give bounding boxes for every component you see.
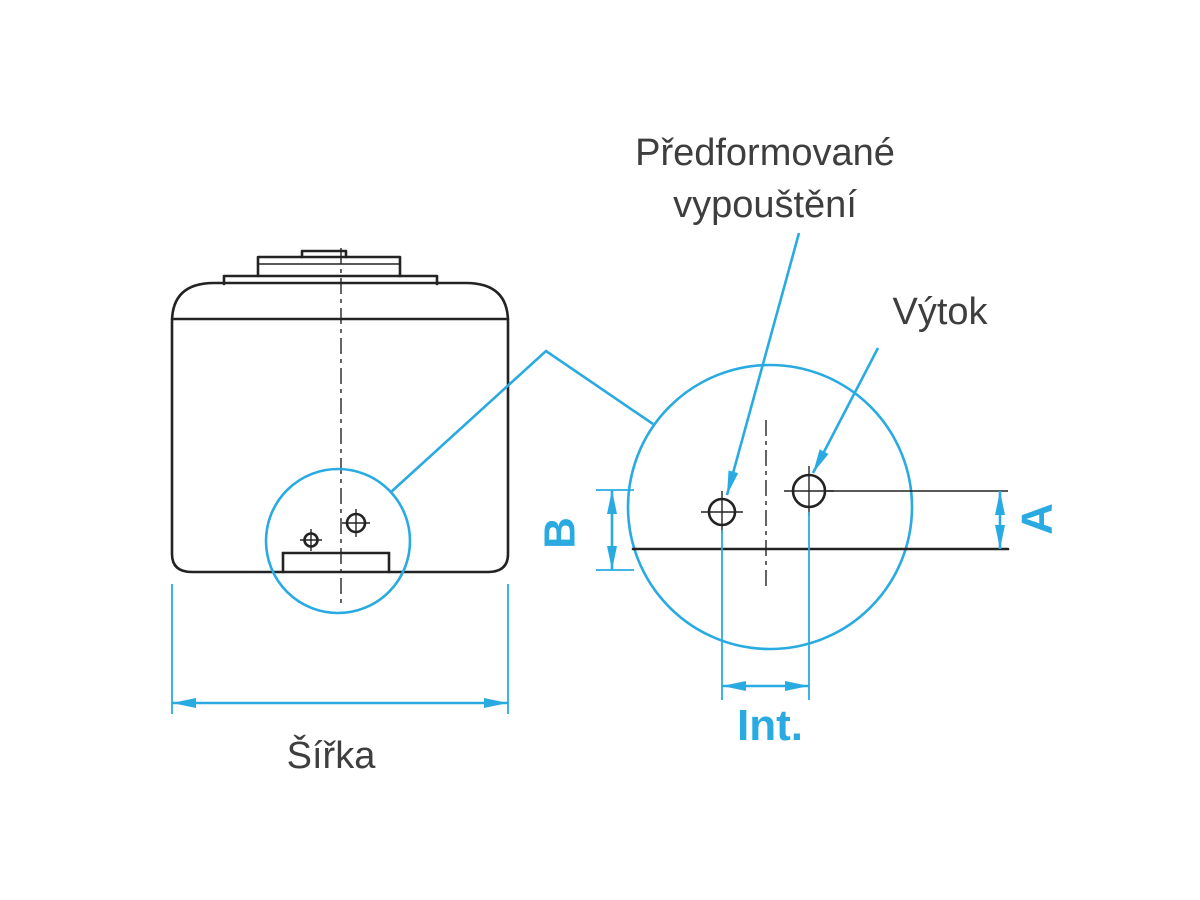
tank-front-view (170, 248, 510, 606)
lid-cap (256, 255, 402, 278)
dimension-int: Int. (721, 512, 810, 750)
tank-body-outline (170, 281, 510, 574)
detail-view-content (631, 420, 1010, 588)
dimension-a: A (995, 491, 1062, 549)
dimension-b: B (536, 489, 634, 571)
lid-flange (222, 274, 439, 286)
leaders (725, 232, 880, 496)
outlet-label: Výtok (892, 291, 988, 333)
preformed-drain-label-line1: Předformované (635, 132, 895, 174)
width-label: Šířka (287, 733, 377, 777)
detail-source-circle (264, 467, 412, 615)
text-labels: Předformované vypouštění Výtok (635, 132, 988, 333)
lid-handle (300, 249, 348, 259)
preformed-drain-leader (725, 232, 801, 496)
dimension-width: Šířka (171, 584, 509, 777)
outlet-leader (811, 347, 880, 474)
detail-callout (264, 349, 914, 651)
detail-connector-line (390, 349, 654, 493)
dim-int-label: Int. (737, 701, 803, 750)
dim-b-label: B (536, 517, 585, 549)
preformed-drain-label-line2: vypouštění (673, 184, 857, 226)
dim-a-label: A (1013, 503, 1062, 535)
detail-view-circle (626, 363, 914, 651)
